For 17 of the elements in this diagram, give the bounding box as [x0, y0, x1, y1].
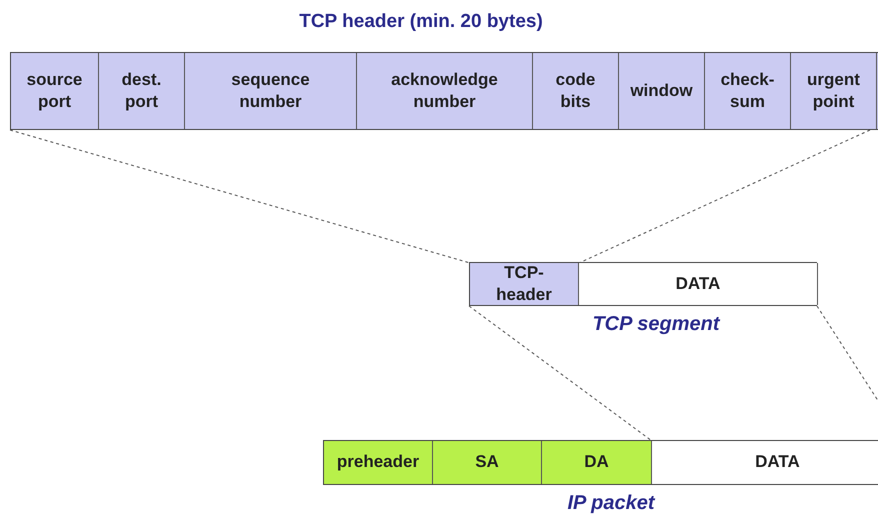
field-cell: TCP- header — [470, 263, 579, 305]
field-cell: dest. port — [99, 53, 185, 129]
field-cell: code bits — [533, 53, 619, 129]
dashed-line — [10, 130, 470, 264]
header-title: TCP header (min. 20 bytes) — [299, 11, 543, 33]
dashed-line — [468, 306, 652, 442]
field-cell: window — [619, 53, 705, 129]
field-cell: source port — [11, 53, 99, 129]
band-caption: IP packet — [567, 492, 655, 515]
field-cell: check- sum — [705, 53, 791, 129]
field-cell: sequence number — [185, 53, 357, 129]
field-cell: urgent point — [791, 53, 877, 129]
field-cell: DA — [542, 441, 652, 484]
field-cell: acknowledge number — [357, 53, 533, 129]
band-caption: TCP segment — [592, 313, 720, 336]
field-cell: SA — [433, 441, 542, 484]
field-cell: preheader — [324, 441, 433, 484]
